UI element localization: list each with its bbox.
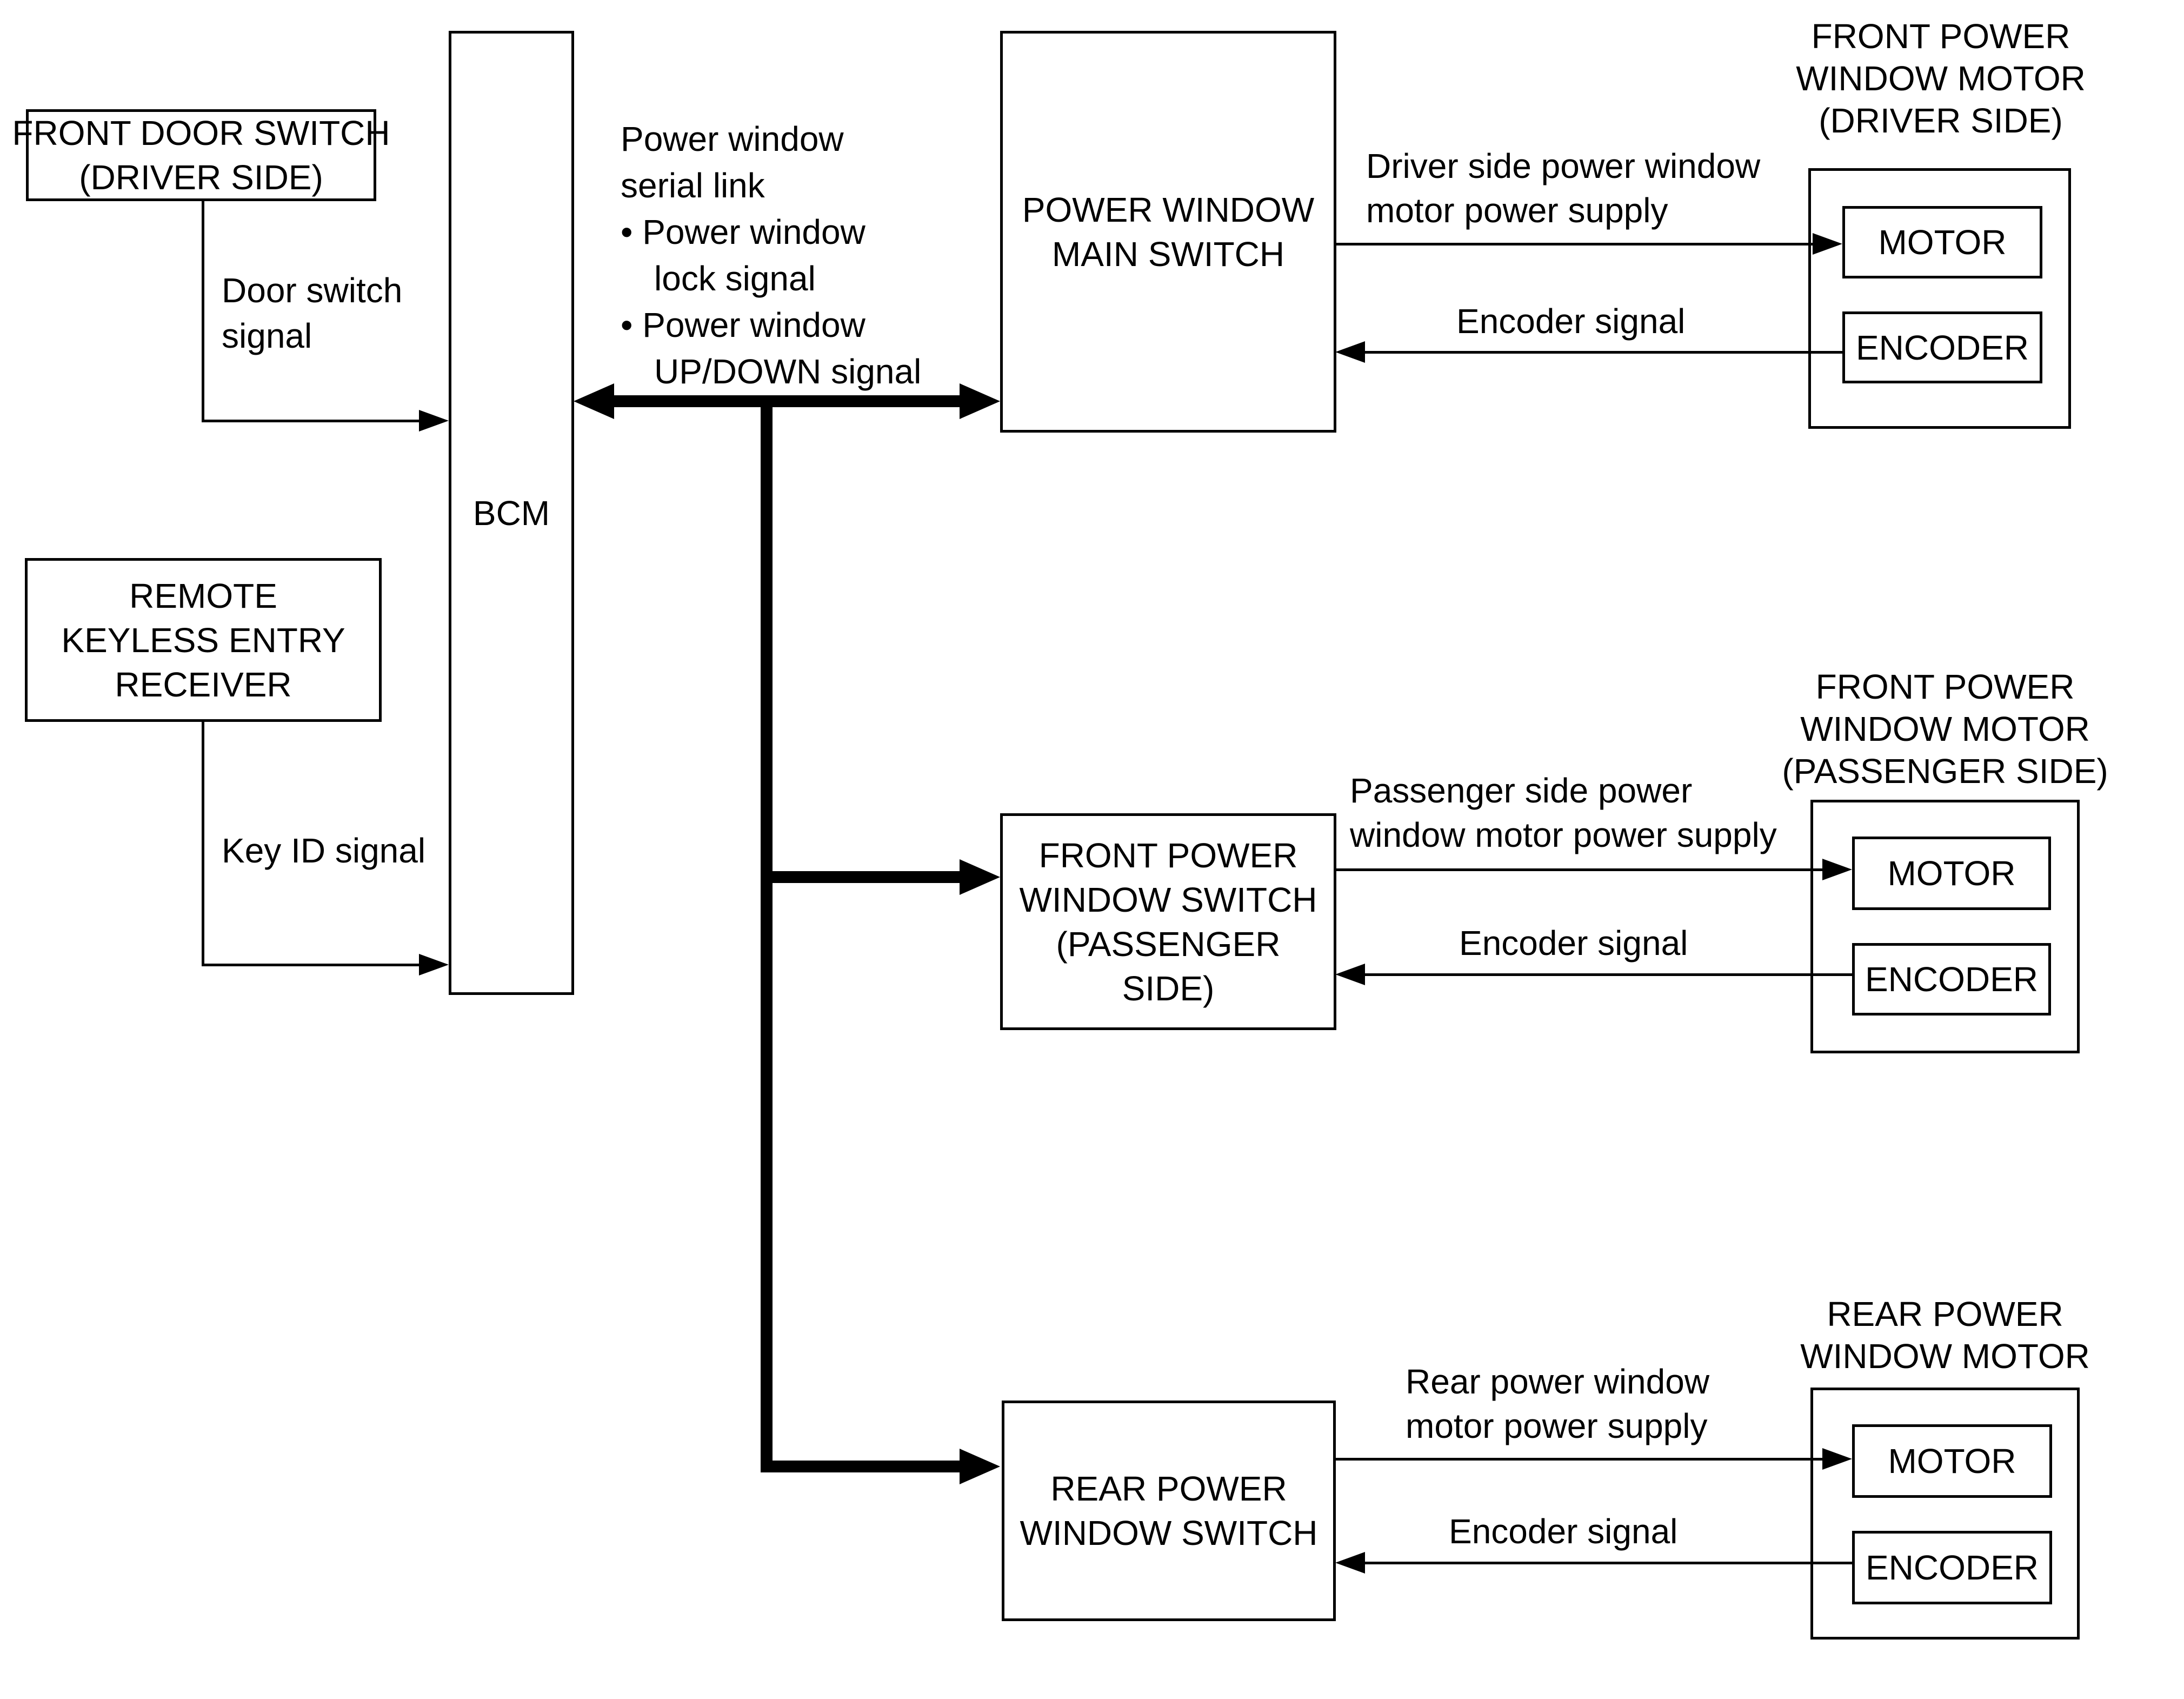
door-switch-line-horizontal [202,420,419,422]
rear-supply-label: Rear power window motor power supply [1406,1359,1709,1448]
main-switch-label-2: MAIN SWITCH [1051,234,1285,274]
rear-encoder-line [1365,1562,1852,1564]
serial-link-line-5: • Power window [621,306,865,344]
passenger-supply-line-2: window motor power supply [1350,815,1777,854]
rear-supply-line-2: motor power supply [1406,1406,1708,1445]
driver-supply-arrowhead-icon [1813,233,1842,255]
front-power-window-switch-passenger-box: FRONT POWER WINDOW SWITCH (PASSENGER SID… [1000,813,1336,1030]
rear-switch-label-2: WINDOW SWITCH [1020,1514,1318,1552]
passenger-encoder-label: ENCODER [1865,960,2039,999]
remote-keyless-entry-receiver-box: REMOTE KEYLESS ENTRY RECEIVER [25,558,382,722]
keyless-label-1: REMOTE [129,576,277,615]
rear-motor-box: MOTOR [1852,1424,2052,1498]
front-door-switch-label: FRONT DOOR SWITCH [12,114,390,152]
driver-encoder-box: ENCODER [1842,311,2042,383]
passenger-encoder-signal-label: Encoder signal [1459,924,1688,963]
power-window-serial-link-label: Power window serial link • Power window … [621,116,921,395]
passenger-switch-label-3: (PASSENGER [1056,924,1281,964]
rear-encoder-box: ENCODER [1852,1531,2052,1604]
driver-supply-line-1: Driver side power window [1366,147,1761,185]
passenger-supply-label: Passenger side power window motor power … [1350,768,1777,857]
passenger-encoder-arrowhead-icon [1335,964,1365,985]
passenger-motor-title-3: (PASSENGER SIDE) [1782,752,2108,791]
serial-link-line-2: serial link [621,166,765,205]
door-switch-line-vertical [202,201,204,422]
driver-motor-label: MOTOR [1878,223,2007,262]
passenger-switch-label-2: WINDOW SWITCH [1019,880,1317,919]
rear-supply-line-1: Rear power window [1406,1362,1710,1401]
driver-motor-title-1: FRONT POWER [1811,17,2070,56]
passenger-switch-label-1: FRONT POWER [1038,835,1298,875]
rear-power-window-switch-box: REAR POWER WINDOW SWITCH [1002,1401,1336,1621]
passenger-supply-line [1335,868,1822,871]
passenger-encoder-box: ENCODER [1852,943,2051,1016]
rear-encoder-arrowhead-icon [1335,1552,1365,1574]
key-id-line-horizontal [202,964,419,966]
driver-motor-title-3: (DRIVER SIDE) [1819,101,2063,140]
keyless-label-2: KEYLESS ENTRY [61,620,345,660]
driver-encoder-arrowhead-icon [1335,341,1365,363]
key-id-arrowhead-icon [419,954,449,975]
serial-link-line-3: • Power window [621,213,865,251]
passenger-supply-arrowhead-icon [1822,859,1852,880]
serial-link-arrowhead-left-icon [574,383,614,419]
main-switch-label-1: POWER WINDOW [1022,190,1315,229]
door-switch-signal-line-2: signal [222,316,312,355]
passenger-motor-box: MOTOR [1852,837,2051,910]
serial-link-line-4: lock signal [654,259,816,298]
serial-link-bus-horizontal [611,395,962,407]
front-power-window-motor-passenger-title: FRONT POWER WINDOW MOTOR (PASSENGER SIDE… [1756,666,2134,792]
rear-encoder-signal-label: Encoder signal [1449,1512,1678,1551]
front-door-switch-box: FRONT DOOR SWITCH (DRIVER SIDE) [12,109,390,201]
serial-link-branch-rear-arrowhead-icon [960,1449,1000,1484]
rear-motor-label: MOTOR [1888,1442,2016,1481]
driver-encoder-signal-label: Encoder signal [1456,302,1686,341]
driver-supply-label: Driver side power window motor power sup… [1366,144,1760,233]
rear-power-window-motor-title: REAR POWER WINDOW MOTOR [1756,1293,2134,1377]
passenger-switch-label-4: SIDE) [1122,968,1215,1008]
serial-link-bus-trunk [761,395,773,1472]
door-switch-arrowhead-icon [419,410,449,432]
key-id-signal-label: Key ID signal [222,831,426,870]
serial-link-branch-passenger [761,871,963,883]
rear-supply-arrowhead-icon [1822,1448,1852,1470]
door-switch-signal-label: Door switch signal [222,268,402,359]
keyless-label-3: RECEIVER [115,665,292,704]
serial-link-line-1: Power window [621,120,844,158]
driver-encoder-label: ENCODER [1855,328,2029,367]
rear-encoder-label: ENCODER [1865,1548,2039,1587]
serial-link-branch-rear [761,1461,963,1472]
passenger-motor-title-2: WINDOW MOTOR [1800,709,2090,748]
serial-link-branch-passenger-arrowhead-icon [960,859,1000,895]
driver-encoder-line [1365,351,1842,354]
rear-supply-line [1335,1458,1822,1461]
key-id-line-vertical [202,722,204,966]
passenger-motor-title-1: FRONT POWER [1815,667,2075,706]
driver-motor-box: MOTOR [1842,206,2042,278]
passenger-supply-line-1: Passenger side power [1350,771,1693,810]
rear-motor-title-1: REAR POWER [1827,1295,2063,1333]
serial-link-arrowhead-right-icon [960,383,1000,419]
power-window-main-switch-box: POWER WINDOW MAIN SWITCH [1000,31,1336,433]
rear-motor-title-2: WINDOW MOTOR [1800,1337,2090,1376]
bcm-box: BCM [449,31,574,995]
bcm-label: BCM [472,493,550,533]
passenger-motor-label: MOTOR [1887,854,2016,893]
door-switch-signal-line-1: Door switch [222,271,403,310]
serial-link-line-6: UP/DOWN signal [654,352,922,391]
rear-switch-label-1: REAR POWER [1050,1469,1287,1508]
driver-motor-title-2: WINDOW MOTOR [1796,59,2086,98]
front-door-switch-label-2: (DRIVER SIDE) [79,158,323,197]
driver-supply-line [1335,243,1813,245]
front-power-window-motor-driver-title: FRONT POWER WINDOW MOTOR (DRIVER SIDE) [1752,15,2130,142]
passenger-encoder-line [1365,973,1852,976]
driver-supply-line-2: motor power supply [1366,191,1668,230]
